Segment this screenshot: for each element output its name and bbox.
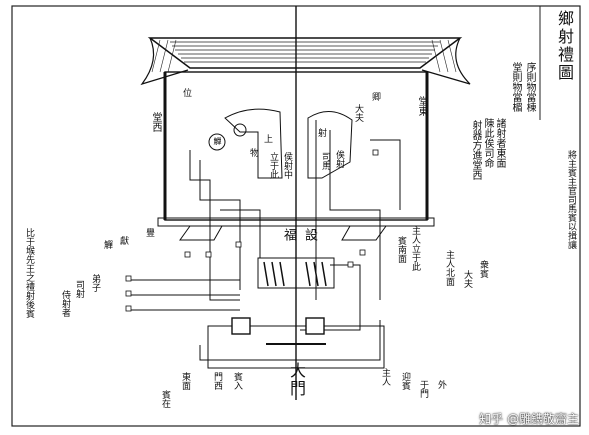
center-label-1: 侯射中 [282,152,292,179]
left-label-xian: 獻 [118,236,128,245]
note-5: 射器方進堂西 [470,120,481,180]
right-margin-text: 將主賓主官司馬賓以揖讓 [566,150,576,249]
right-label-2: 賓南面 [396,236,406,263]
label-she: 射 [316,128,326,137]
label-gate: 大門 [287,362,306,398]
bottom-right-4: 外 [436,380,446,389]
left-label-sishe: 司射 [74,280,84,298]
right-label-4: 大夫 [462,270,472,288]
bottom-right-1: 主人 [380,368,390,386]
bottom-left-3: 東面 [180,372,190,390]
right-label-1: 主人立于此 [410,226,420,271]
label-she-set: 設 [302,228,317,241]
note-4: 陳此俟司命 [482,118,493,168]
bottom-left-4: 賓在 [160,390,170,408]
center-label-2: 立于此 [268,152,278,179]
note-2: 堂則物當楣 [510,62,521,112]
center-label-4: 司馬 [320,152,330,170]
center-label-3: 俟射 [334,150,344,168]
bottom-left-1: 賓入 [232,372,242,390]
right-label-3: 主人北面 [444,250,454,286]
diagram-title: 鄉射禮圖 [555,10,574,82]
bottom-left-2: 門西 [212,372,222,390]
note-1: 序則物當棟 [524,62,535,112]
left-label-feng: 豐 [144,228,154,237]
jiao-circle [208,133,226,151]
label-wei: 位 [181,88,191,97]
note-3: 諸射者東面 [494,118,505,168]
right-label-5: 衆賓 [478,260,488,278]
label-jiao: 觶 [213,137,222,145]
label-fu: 福 [281,228,296,241]
label-dafu: 大夫 [353,104,363,122]
label-tang-west: 堂西 [150,112,161,132]
roof-outline [147,37,463,69]
left-label-shishe: 侍射者 [60,290,70,317]
label-qing: 卿 [370,92,380,101]
label-shang: 上 [262,134,272,143]
bottom-right-3: 于門 [418,380,428,398]
left-margin-text: 比于堠先王之禮射後賓 [24,228,34,318]
label-tang-east: 堂東 [416,96,427,116]
left-label-jiao: 觶 [102,240,112,249]
bottom-right-2: 迎賓 [400,372,410,390]
label-wu: 物 [248,148,258,157]
left-label-dizi: 弟子 [90,274,100,292]
watermark: 知乎 @雕鐫敬齋主 [479,412,579,426]
